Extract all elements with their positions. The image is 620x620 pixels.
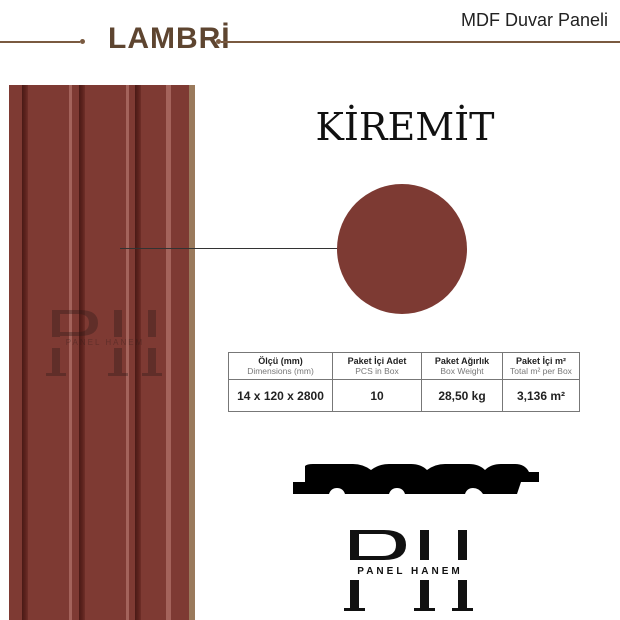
header-sublabel: Box Weight (440, 366, 484, 376)
svg-text:PANEL HANEM: PANEL HANEM (357, 566, 462, 577)
value-pcs: 10 (332, 379, 422, 412)
header-sublabel: Dimensions (mm) (247, 366, 314, 376)
divider-right (221, 41, 620, 43)
header-dimensions: Ölçü (mm)Dimensions (mm) (228, 352, 333, 380)
color-name: KİREMİT (315, 105, 495, 149)
header-label: Ölçü (mm) (258, 356, 303, 366)
header-label: Paket Ağırlık (434, 356, 490, 366)
brand-title: LAMBRİ (108, 22, 231, 55)
color-swatch (337, 184, 467, 314)
value-area: 3,136 m² (502, 379, 580, 412)
header-sublabel: PCS in Box (355, 366, 399, 376)
leader-line (120, 248, 338, 249)
product-category: MDF Duvar Paneli (460, 10, 608, 30)
header-sublabel: Total m² per Box (510, 366, 572, 376)
svg-text:PANEL HANEM: PANEL HANEM (66, 338, 144, 347)
header-label: Paket İçi Adet (347, 356, 407, 366)
value-weight: 28,50 kg (421, 379, 503, 412)
divider-left (0, 41, 80, 43)
divider-dot (80, 39, 85, 44)
watermark-logo: PANEL HANEM (40, 305, 170, 380)
panel-image (9, 85, 195, 620)
profile-section-icon (293, 464, 539, 494)
divider-dot (216, 39, 221, 44)
header-label: Paket İçi m² (515, 356, 567, 366)
value-dimensions: 14 x 120 x 2800 (228, 379, 333, 412)
brand-logo: PANEL HANEM (340, 525, 480, 615)
